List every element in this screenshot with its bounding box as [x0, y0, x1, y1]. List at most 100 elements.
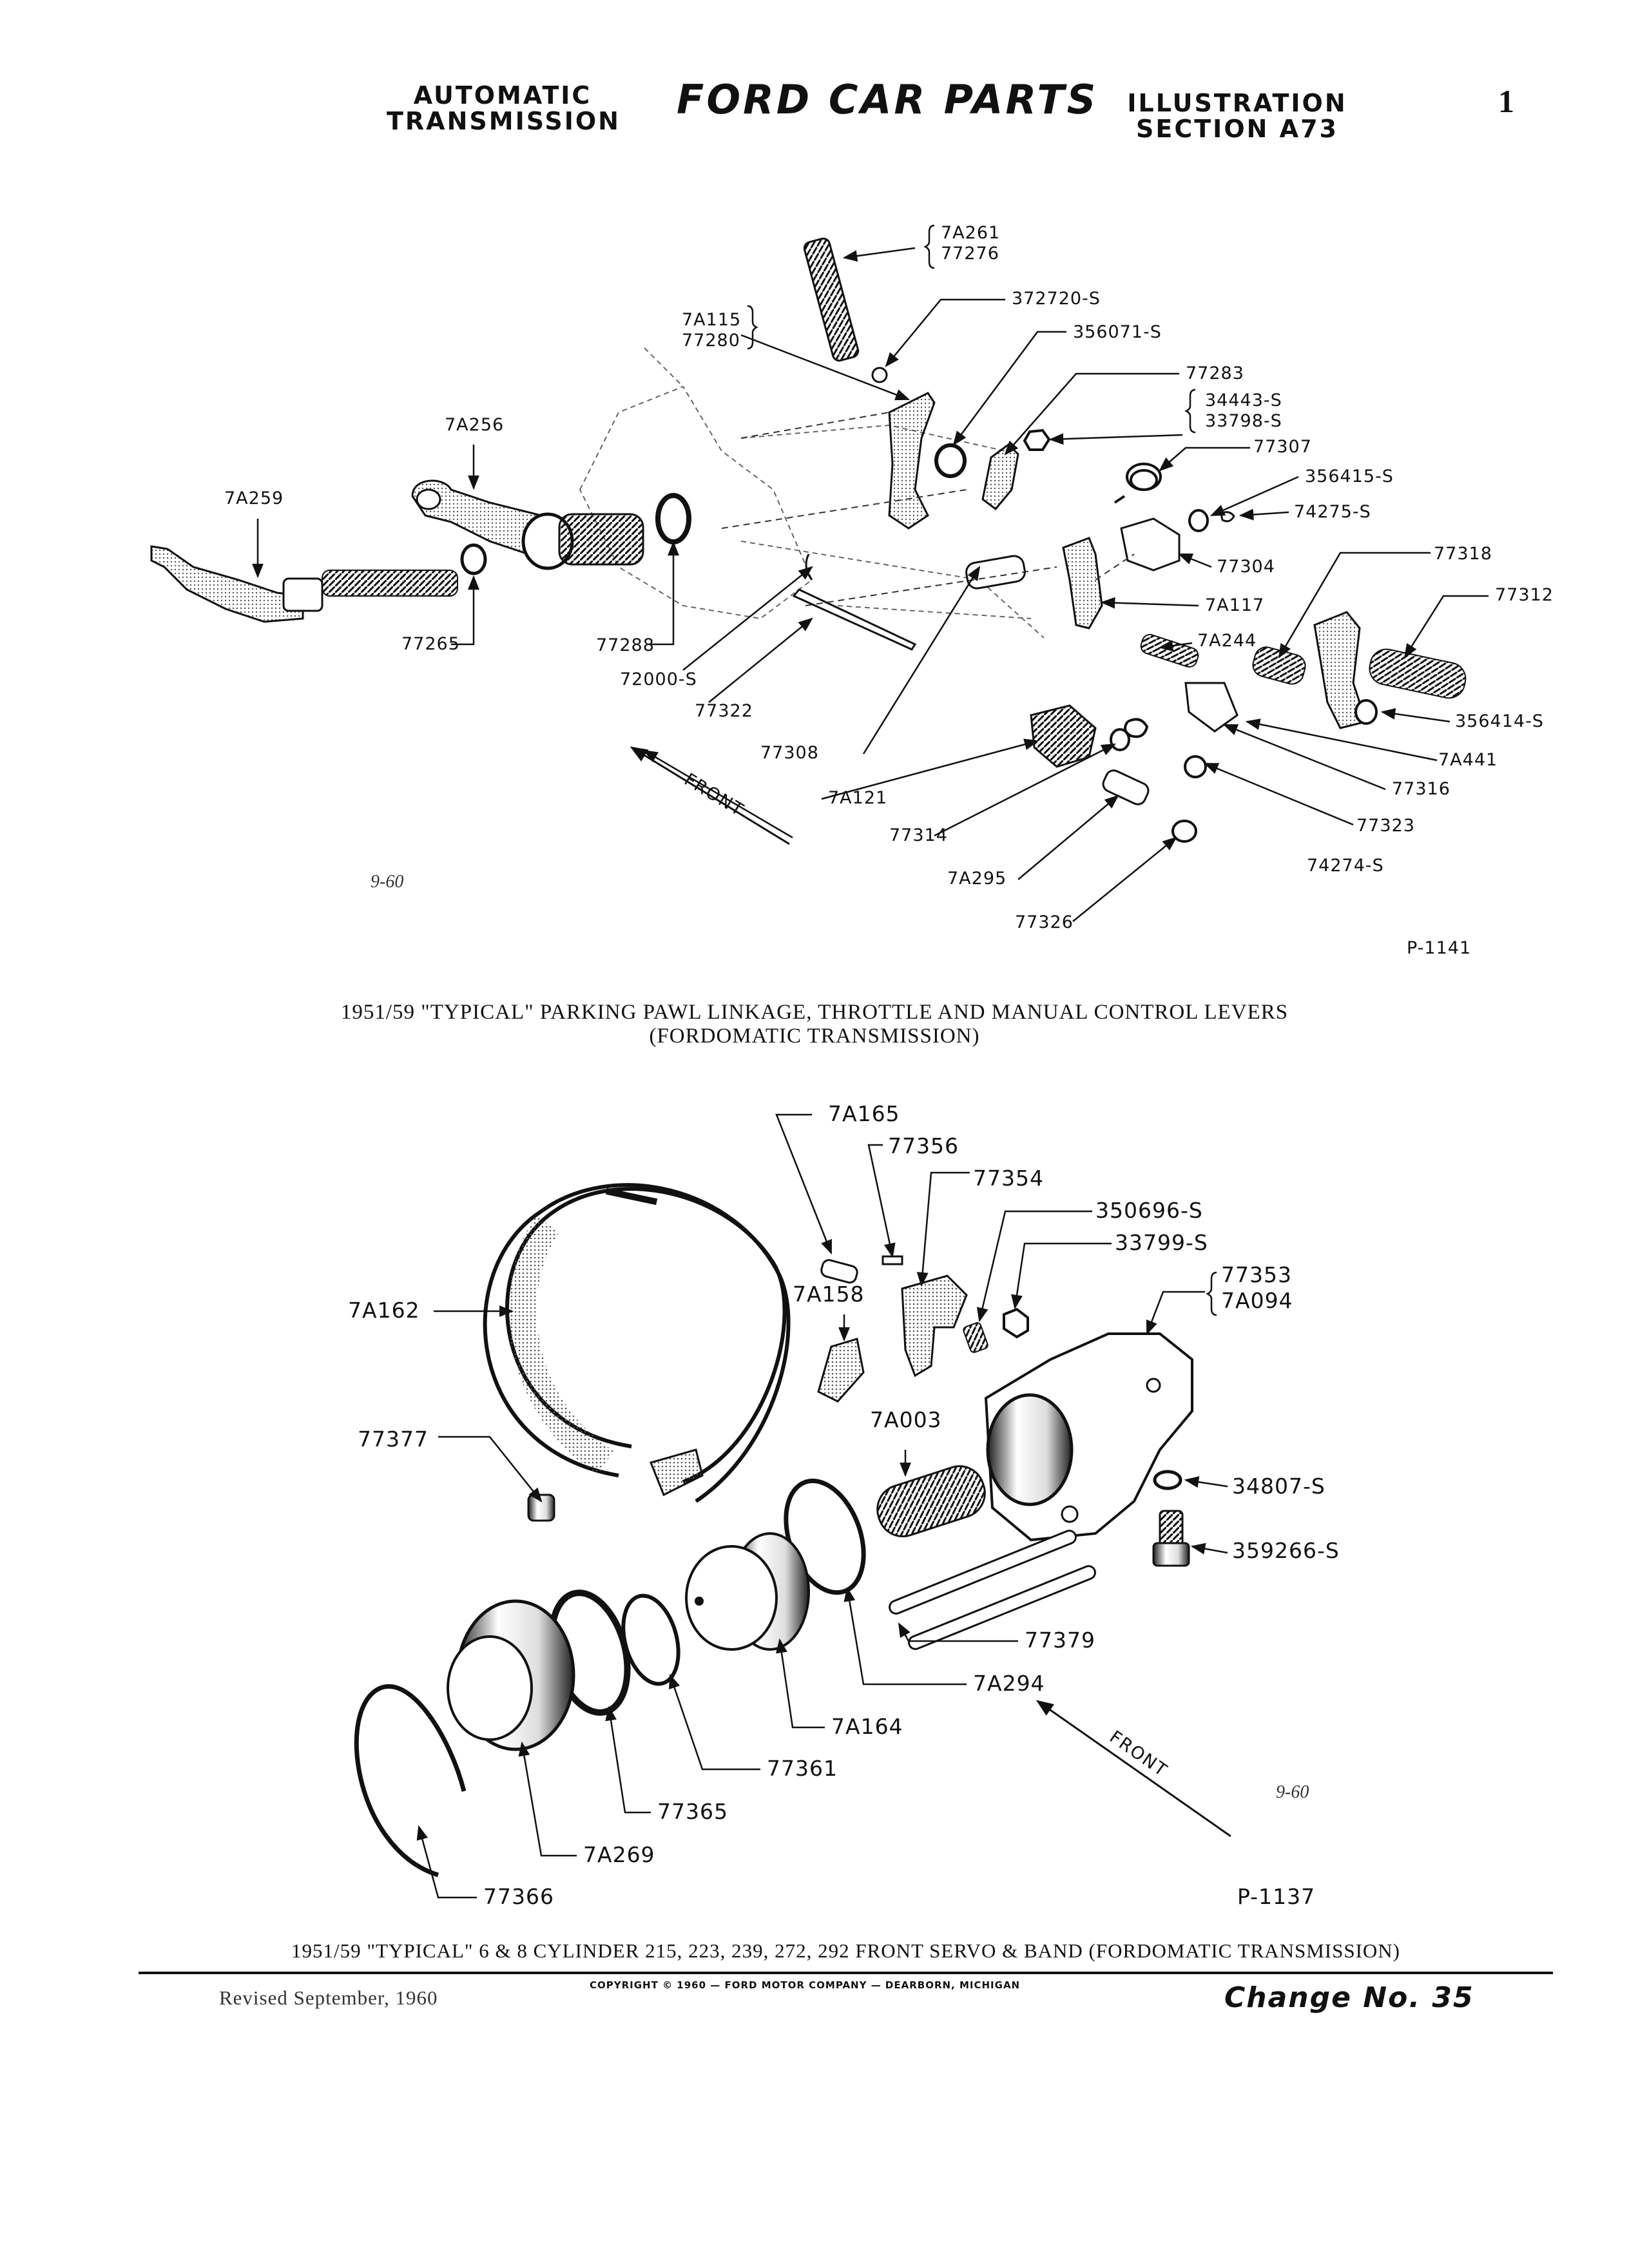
front-label: FRONT: [680, 769, 747, 820]
section-title: AUTOMATIC TRANSMISSION: [387, 82, 619, 134]
servo-spring: [876, 1465, 986, 1537]
figure1-caption-line1: 1951/59 "TYPICAL" PARKING PAWL LINKAGE, …: [340, 1001, 1289, 1024]
part-label-7a164: 7A164: [831, 1714, 903, 1739]
part-label-7a003: 7A003: [870, 1407, 942, 1432]
snap-ring-77366: [354, 1684, 467, 1878]
part-label-7a256: 7A256: [445, 415, 504, 435]
part-label-7a094: 7A094: [1221, 1288, 1293, 1313]
servo-body: [984, 1332, 1193, 1542]
parking-pawl-diagram: 7A261 77276 372720-S 7A115 77280 356071-…: [150, 223, 1554, 958]
part-label-77354: 77354: [973, 1166, 1044, 1191]
part-label-7a165: 7A165: [828, 1101, 900, 1126]
part-label-77356: 77356: [888, 1133, 959, 1158]
bolt-359266s: [1152, 1510, 1190, 1567]
part-label-77361: 77361: [767, 1756, 838, 1781]
part-label-34807s: 34807-S: [1232, 1474, 1325, 1499]
part-label-74275s: 74275-S: [1294, 502, 1371, 522]
lever-77283: [981, 443, 1019, 511]
part-label-77307: 77307: [1253, 437, 1312, 457]
part-label-77312: 77312: [1495, 585, 1554, 605]
part-label-77318: 77318: [1434, 544, 1492, 564]
leader-lines-fig2: [416, 1113, 1228, 1899]
part-label-7a121: 7A121: [828, 788, 887, 808]
spring-77323: [1124, 718, 1149, 738]
lever-7a117: [1062, 537, 1103, 629]
nut-356071s: [934, 443, 967, 478]
servo-cover: [447, 1599, 575, 1751]
shaft-77308: [965, 555, 1026, 590]
seal-77288: [655, 493, 691, 544]
washer-356415s: [1188, 509, 1209, 532]
part-label-77326: 77326: [1015, 912, 1074, 932]
plate-number-fig2: P-1137: [1237, 1884, 1315, 1909]
anchor-stop: [527, 1494, 555, 1522]
washer-77265: [460, 543, 487, 575]
part-label-77365: 77365: [657, 1799, 728, 1824]
screw-350696s: [963, 1322, 988, 1353]
washer-77314: [1110, 728, 1130, 751]
washer-34807s: [1153, 1470, 1182, 1490]
part-label-7a295: 7A295: [947, 869, 1007, 889]
part-label-33798s: 33798-S: [1205, 411, 1282, 431]
front-servo-band-diagram: 7A165 77356 77354 350696-S 33799-S 77353…: [348, 1101, 1339, 1909]
part-label-77308: 77308: [760, 743, 819, 763]
ball-372720s: [871, 367, 888, 383]
nut-74274s: [1184, 755, 1207, 778]
part-label-350696s: 350696-S: [1095, 1198, 1203, 1223]
part-label-7a259: 7A259: [224, 488, 284, 508]
section-title-line2: TRANSMISSION: [387, 107, 621, 135]
brand-title: FORD CAR PARTS: [677, 76, 1099, 123]
part-label-356071s: 356071-S: [1073, 322, 1162, 342]
servo-piston: [685, 1532, 810, 1651]
part-label-34443s: 34443-S: [1205, 390, 1282, 410]
part-label-77377: 77377: [358, 1427, 429, 1452]
part-label-7a261: 7A261: [941, 223, 1000, 243]
detent-lever: [888, 392, 936, 530]
copyright-notice: COPYRIGHT © 1960 — FORD MOTOR COMPANY — …: [590, 1979, 1021, 1991]
part-label-72000s: 72000-S: [620, 669, 697, 689]
pin-7a165: [820, 1259, 858, 1284]
part-label-7a115: 7A115: [682, 310, 741, 330]
part-label-77288: 77288: [596, 635, 655, 655]
servo-rods: [889, 1530, 1096, 1650]
illustration-line2: SECTION A73: [1136, 115, 1338, 143]
part-label-77323: 77323: [1356, 816, 1415, 836]
nut-34443s: [1023, 428, 1051, 451]
revised-date: Revised September, 1960: [219, 1986, 438, 2009]
pin-77356: [882, 1255, 903, 1265]
part-label-74274s: 74274-S: [1307, 856, 1384, 876]
manual-control-lever: [150, 545, 458, 623]
part-label-356414s: 356414-S: [1455, 711, 1544, 731]
part-label-77265: 77265: [401, 634, 460, 654]
part-label-77353: 77353: [1221, 1262, 1292, 1287]
part-label-77280: 77280: [682, 331, 740, 351]
part-label-372720s: 372720-S: [1012, 289, 1101, 309]
part-label-356415s: 356415-S: [1305, 466, 1394, 486]
date-code-fig2: 9-60: [1276, 1782, 1309, 1802]
bracket-77304: [1120, 517, 1181, 572]
illustration-line1: ILLUSTRATION: [1127, 89, 1347, 117]
spring-77307: [1113, 463, 1162, 504]
assembly-guide-lines: [721, 412, 1135, 606]
brake-band: [483, 1183, 791, 1503]
part-label-33799s: 33799-S: [1115, 1230, 1208, 1255]
brace-marks-fig2: [1206, 1271, 1217, 1316]
servo-lever-77354: [901, 1274, 968, 1378]
part-label-77314: 77314: [889, 825, 948, 845]
figure2-caption: 1951/59 "TYPICAL" 6 & 8 CYLINDER 215, 22…: [291, 1939, 1400, 1962]
clip-74275s: [1220, 511, 1235, 523]
front-label-fig2: FRONT: [1106, 1727, 1171, 1781]
bracket-77316: [1184, 682, 1239, 733]
part-label-7a441: 7A441: [1438, 750, 1498, 770]
part-label-77379: 77379: [1025, 1628, 1095, 1653]
figure1-caption-line2: (FORDOMATIC TRANSMISSION): [649, 1024, 980, 1048]
part-label-7a269: 7A269: [583, 1842, 655, 1867]
nut-33799s: [1003, 1307, 1029, 1339]
illustration-section: ILLUSTRATION SECTION A73: [1095, 90, 1379, 142]
part-label-77304: 77304: [1217, 557, 1275, 577]
part-label-7a117: 7A117: [1205, 595, 1264, 615]
footer-divider: [139, 1972, 1553, 1974]
part-label-7a162: 7A162: [348, 1298, 420, 1323]
part-label-7a244: 7A244: [1197, 631, 1257, 651]
washer-356414s: [1354, 699, 1378, 725]
